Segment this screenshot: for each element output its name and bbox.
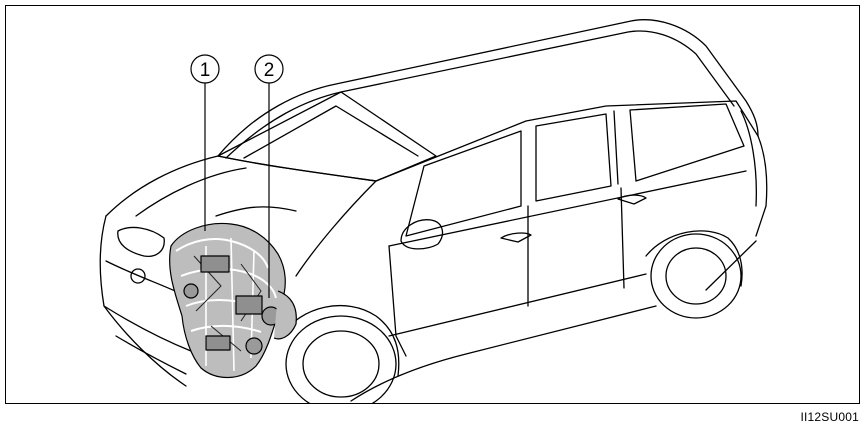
door-handle-front: [501, 233, 531, 242]
callout-1-label: 1: [200, 60, 211, 81]
front-rim: [303, 331, 379, 397]
callout-2-label: 2: [264, 60, 275, 81]
door-handle-rear: [618, 195, 646, 204]
callout-1: 1: [191, 55, 219, 83]
front-bumper: [100, 216, 186, 386]
vehicle-illustration: 1 2: [6, 6, 859, 403]
illustration-frame: 1 2: [5, 5, 860, 404]
rear-tire: [651, 234, 741, 318]
engine-assembly: [170, 223, 297, 377]
beltline: [376, 101, 758, 181]
headlight: [118, 227, 164, 256]
front-tire: [286, 316, 396, 403]
rear-rim: [666, 248, 726, 304]
rear-wheel-arch: [646, 231, 742, 286]
quarter-window: [630, 104, 744, 181]
side-mirror: [401, 220, 442, 249]
rear-window: [536, 114, 611, 201]
callout-2: 2: [255, 55, 283, 83]
figure-code: II12SU001: [800, 410, 859, 424]
